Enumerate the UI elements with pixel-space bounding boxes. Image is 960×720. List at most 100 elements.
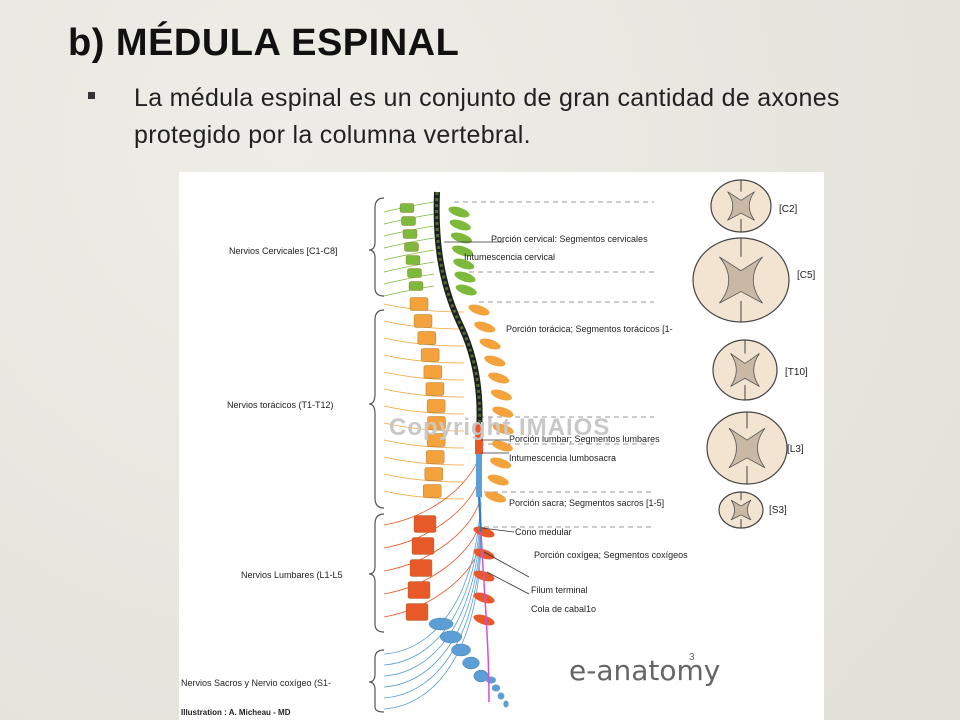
sacral-nerve <box>383 511 482 677</box>
vertebra <box>426 399 446 413</box>
vertebra <box>399 203 415 213</box>
thoracic-nerve <box>383 422 465 432</box>
lumbar-nerve <box>383 502 480 572</box>
spinous-process <box>468 304 490 316</box>
label-section-c5: [C5] <box>797 270 816 281</box>
spinous-process <box>490 389 512 401</box>
illustration-credit: Illustration : A. Micheau - MD <box>181 708 291 717</box>
thoracic-nerve <box>383 490 465 500</box>
spinal-cord-figure: Copyright IMAIOS Nervios Cervicales [C1-… <box>179 172 824 720</box>
sacral-nerve <box>383 531 482 699</box>
label-lumbar-portion: Porción lumbar; Segmentos lumbares <box>509 434 660 444</box>
coccyx-segment <box>486 676 496 684</box>
cervical-nerve <box>383 261 435 273</box>
bullet-text: La médula espinal es un conjunto de gran… <box>134 84 840 149</box>
thoracic-nerve <box>383 473 465 483</box>
label-sacral-nerves: Nervios Sacros y Nervio coxígeo (S1- <box>181 678 332 688</box>
vertebra <box>408 281 424 291</box>
label-coccygeal-portion: Porción coxígea; Segmentos coxígeos <box>534 550 688 560</box>
thoracic-nerve <box>383 388 465 398</box>
sacral-segment <box>451 643 471 657</box>
cervical-nerve <box>383 285 435 297</box>
vertebra <box>409 559 433 577</box>
vertebra <box>411 537 435 555</box>
spinous-process <box>491 440 513 452</box>
vertebra <box>426 433 446 447</box>
cross-sections <box>692 179 790 529</box>
e-anatomy-logo: e-anatomy <box>569 654 721 687</box>
spinous-process <box>484 491 507 503</box>
sacral-segment <box>462 656 480 670</box>
vertebra <box>427 416 446 430</box>
spinous-process <box>474 321 496 333</box>
spinous-processes <box>448 206 514 626</box>
vertebral-column <box>399 203 509 708</box>
vertebra <box>404 242 419 252</box>
vertebra <box>423 365 443 379</box>
cervical-nerve <box>383 249 435 261</box>
gray-matter <box>730 499 752 521</box>
spinous-process <box>455 284 477 296</box>
label-section-s3: [S3] <box>769 505 787 516</box>
label-pointers <box>444 241 530 595</box>
spinous-process <box>450 232 472 244</box>
coccyx-segment <box>491 684 501 692</box>
vertebra <box>420 348 440 362</box>
gray-matter <box>719 256 763 304</box>
spinous-process <box>487 474 509 486</box>
spinous-process <box>492 406 514 418</box>
vertebra <box>413 515 437 533</box>
label-section-c2: [C2] <box>779 204 798 215</box>
label-cervical-enlargement: Intumescencia cervical <box>464 252 556 262</box>
spinous-process <box>452 245 474 257</box>
label-thoracic-portion: Porción torácica; Segmentos torácicos [1… <box>506 324 673 334</box>
vertebra <box>425 382 445 396</box>
label-cervical-portion: Porción cervical: Segmentos cervicales <box>491 234 648 244</box>
region-brackets <box>368 197 385 713</box>
label-cervical-nerves: Nervios Cervicales [C1-C8] <box>229 246 338 256</box>
label-section-l3: [L3] <box>787 444 804 455</box>
bullet-square-icon <box>88 92 95 99</box>
gray-matter <box>727 191 755 221</box>
slide-title: b) MÉDULA ESPINAL <box>68 22 460 64</box>
spinous-process <box>490 457 512 469</box>
spinous-process <box>473 526 495 538</box>
spinous-process <box>492 423 514 435</box>
vertebra <box>402 229 418 239</box>
vertebra <box>422 484 442 498</box>
lumbar-nerve <box>383 479 480 549</box>
spinous-process <box>449 219 471 231</box>
sacral-segment <box>428 617 454 631</box>
spinous-process <box>453 258 475 270</box>
spinous-process <box>473 548 495 560</box>
vertebra <box>407 268 422 278</box>
label-filum-terminale: Filum terminal <box>531 585 588 595</box>
spinous-process <box>473 592 495 604</box>
spinous-process <box>448 206 470 218</box>
bracket-cervical <box>368 197 385 297</box>
spinous-process <box>473 614 495 626</box>
vertebra <box>426 450 445 464</box>
vertebra <box>413 314 433 328</box>
thoracic-nerve <box>383 371 465 381</box>
vertebra <box>405 603 429 621</box>
lumbar-nerve <box>383 548 480 618</box>
label-conus-medullaris: Cono medular <box>515 527 572 537</box>
e-anatomy-logo-sup: 3 <box>689 652 695 663</box>
gray-matter <box>728 427 766 469</box>
vertebra <box>401 216 416 226</box>
spinal-cord <box>433 191 490 703</box>
spinous-process <box>484 355 506 367</box>
label-thoracic-nerves: Nervios torácicos (T1-T12) <box>227 400 334 410</box>
label-lumbosacral-enlargement: Intumescencia lumbosacra <box>509 453 617 463</box>
bracket-lumbar <box>368 513 385 633</box>
label-lumbar-nerves: Nervios Lumbares (L1-L5 <box>241 570 343 580</box>
cervical-nerve <box>383 273 435 285</box>
lumbar-nerve <box>383 525 480 595</box>
level-lines <box>454 201 654 528</box>
thoracic-nerve <box>383 405 465 415</box>
vertebra <box>407 581 431 599</box>
spine-illustration <box>368 179 790 713</box>
lumbar-nerve <box>383 456 480 526</box>
spinous-process <box>479 338 501 350</box>
